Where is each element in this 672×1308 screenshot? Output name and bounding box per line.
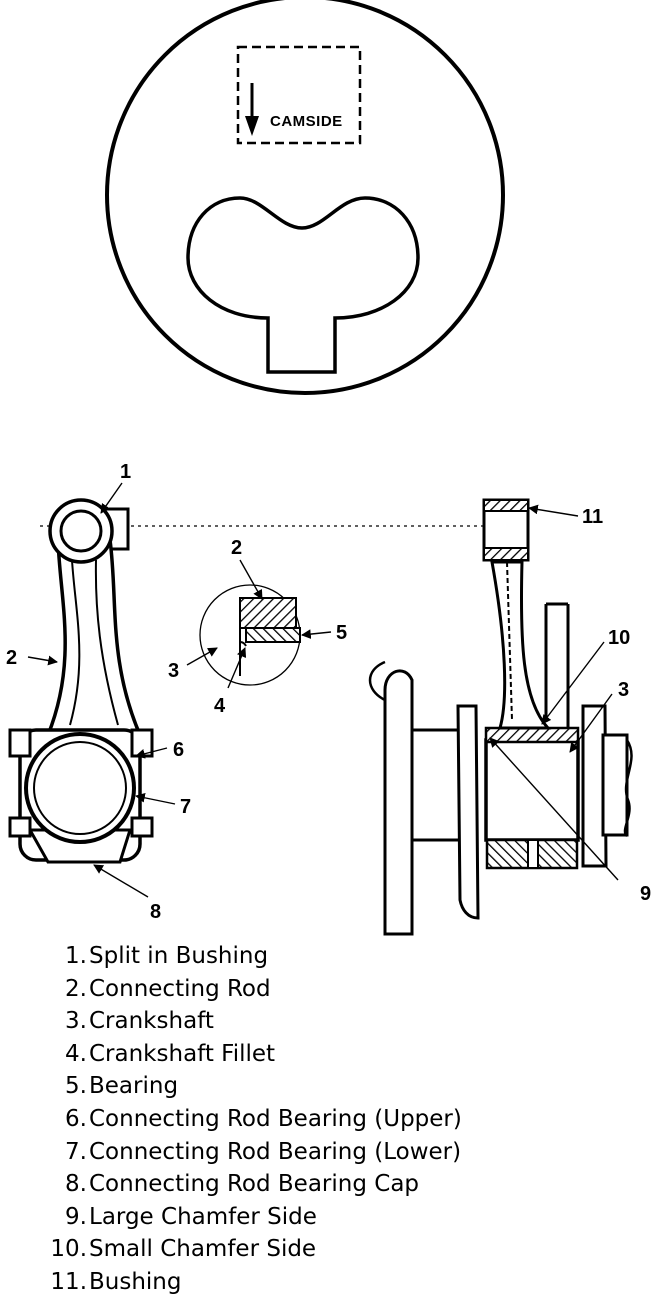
bolt-boss-lower-left [8, 816, 32, 838]
legend-number: 6. [65, 1105, 87, 1132]
callout-9: 9 [640, 883, 651, 905]
legend-number: 3. [65, 1008, 87, 1035]
right-crank-end [623, 739, 633, 837]
bushing-upper [483, 499, 529, 512]
leader-3-crank [569, 693, 613, 753]
bolt-boss-upper-left [8, 728, 32, 758]
big-end-bearing-inner [33, 741, 127, 835]
connecting-rod-assembly [8, 498, 154, 864]
legend-number: 2. [65, 975, 87, 1002]
legend-text: Crankshaft [89, 1008, 214, 1035]
callout-10: 10 [608, 627, 630, 649]
callout-6: 6 [173, 739, 184, 761]
legend-item: 9.Large Chamfer Side [30, 1201, 590, 1234]
legend-text: Connecting Rod Bearing (Lower) [89, 1138, 462, 1165]
legend-item: 7.Connecting Rod Bearing (Lower) [30, 1136, 590, 1169]
callout-3-detail: 3 [168, 660, 179, 682]
piston-top-view [105, 0, 505, 395]
callout-2-detail: 2 [231, 537, 242, 559]
detail-bearing-section [245, 627, 301, 643]
legend-item: 2.Connecting Rod [30, 973, 590, 1006]
detail-rod-section [239, 597, 297, 629]
callout-5: 5 [336, 622, 347, 644]
leader-4 [227, 647, 247, 689]
rod-beam-inner [69, 559, 119, 726]
legend-item: 5.Bearing [30, 1070, 590, 1103]
legend-number: 11. [50, 1268, 87, 1295]
rod-shank-section [490, 560, 552, 730]
legend-text: Small Chamfer Side [89, 1236, 317, 1263]
legend-number: 4. [65, 1040, 87, 1067]
legend-number: 10. [50, 1236, 87, 1263]
leader-2-rod [27, 655, 58, 666]
legend-item: 1.Split in Bushing [30, 940, 590, 973]
leader-10 [541, 641, 605, 725]
leader-1 [100, 482, 123, 514]
legend-item: 3.Crankshaft [30, 1005, 590, 1038]
legend-number: 1. [65, 943, 87, 969]
callout-7: 7 [180, 796, 191, 818]
piston-crown-outline [105, 0, 505, 395]
left-counterweight [383, 669, 414, 936]
legend-text: Bushing [89, 1268, 182, 1295]
legend-number: 5. [65, 1073, 87, 1100]
legend-text: Connecting Rod Bearing (Upper) [89, 1105, 462, 1132]
rod-beam [45, 538, 143, 737]
legend-item: 11.Bushing [30, 1266, 590, 1299]
leader-7 [135, 792, 176, 805]
legend-text: Large Chamfer Side [89, 1203, 317, 1230]
right-journal [601, 733, 629, 837]
legend-text: Connecting Rod Bearing Cap [89, 1171, 420, 1198]
callout-11: 11 [582, 506, 603, 528]
left-crank-web [456, 704, 480, 920]
main-journal [410, 728, 466, 842]
legend-item: 10.Small Chamfer Side [30, 1233, 590, 1266]
legend-number: 9. [65, 1203, 87, 1230]
bolt-boss-lower-right [130, 816, 154, 838]
legend-number: 7. [65, 1138, 87, 1165]
crankpin [484, 738, 580, 842]
adjacent-rod [544, 604, 570, 728]
leader-6 [135, 747, 168, 759]
leader-11 [528, 504, 579, 517]
rod-shank-center [506, 561, 513, 721]
leader-2-detail [239, 559, 263, 600]
legend-text: Crankshaft Fillet [89, 1040, 276, 1067]
callout-3-crank: 3 [618, 679, 629, 701]
leader-lines [27, 482, 619, 898]
parts-legend: 1.Split in Bushing 2.Connecting Rod 3.Cr… [30, 940, 590, 1299]
fillet-detail-view [199, 584, 301, 686]
small-end-bushing [59, 509, 103, 553]
callout-2-rod: 2 [6, 647, 17, 669]
crankshaft-section-view [368, 498, 633, 936]
rod-big-end-upper [484, 726, 580, 744]
legend-item: 4.Crankshaft Fillet [30, 1038, 590, 1071]
callout-numbers: 1 2 2 3 4 5 6 7 8 9 10 3 11 [6, 461, 651, 923]
legend-item: 6.Connecting Rod Bearing (Upper) [30, 1103, 590, 1136]
leader-9 [489, 737, 619, 881]
callout-8: 8 [150, 901, 161, 923]
legend-item: 8.Connecting Rod Bearing Cap [30, 1168, 590, 1201]
legend-text: Connecting Rod [89, 975, 271, 1002]
piston-marking-box [236, 45, 362, 145]
camside-arrow-icon [245, 116, 259, 136]
bushing-lower [483, 547, 529, 561]
lower-cap-center [527, 839, 539, 869]
detail-fillet [239, 641, 247, 647]
callout-4: 4 [214, 695, 226, 717]
leader-5 [301, 629, 332, 639]
legend-text: Bearing [89, 1073, 179, 1100]
leader-8 [93, 864, 149, 898]
legend-text: Split in Bushing [89, 943, 269, 969]
camside-label: CAMSIDE [270, 113, 343, 130]
leader-3-detail [186, 647, 218, 666]
callout-1: 1 [120, 461, 131, 483]
left-counterweight-lobe [368, 660, 386, 702]
legend-number: 8. [65, 1171, 87, 1198]
piston-valve-recess [186, 196, 420, 374]
